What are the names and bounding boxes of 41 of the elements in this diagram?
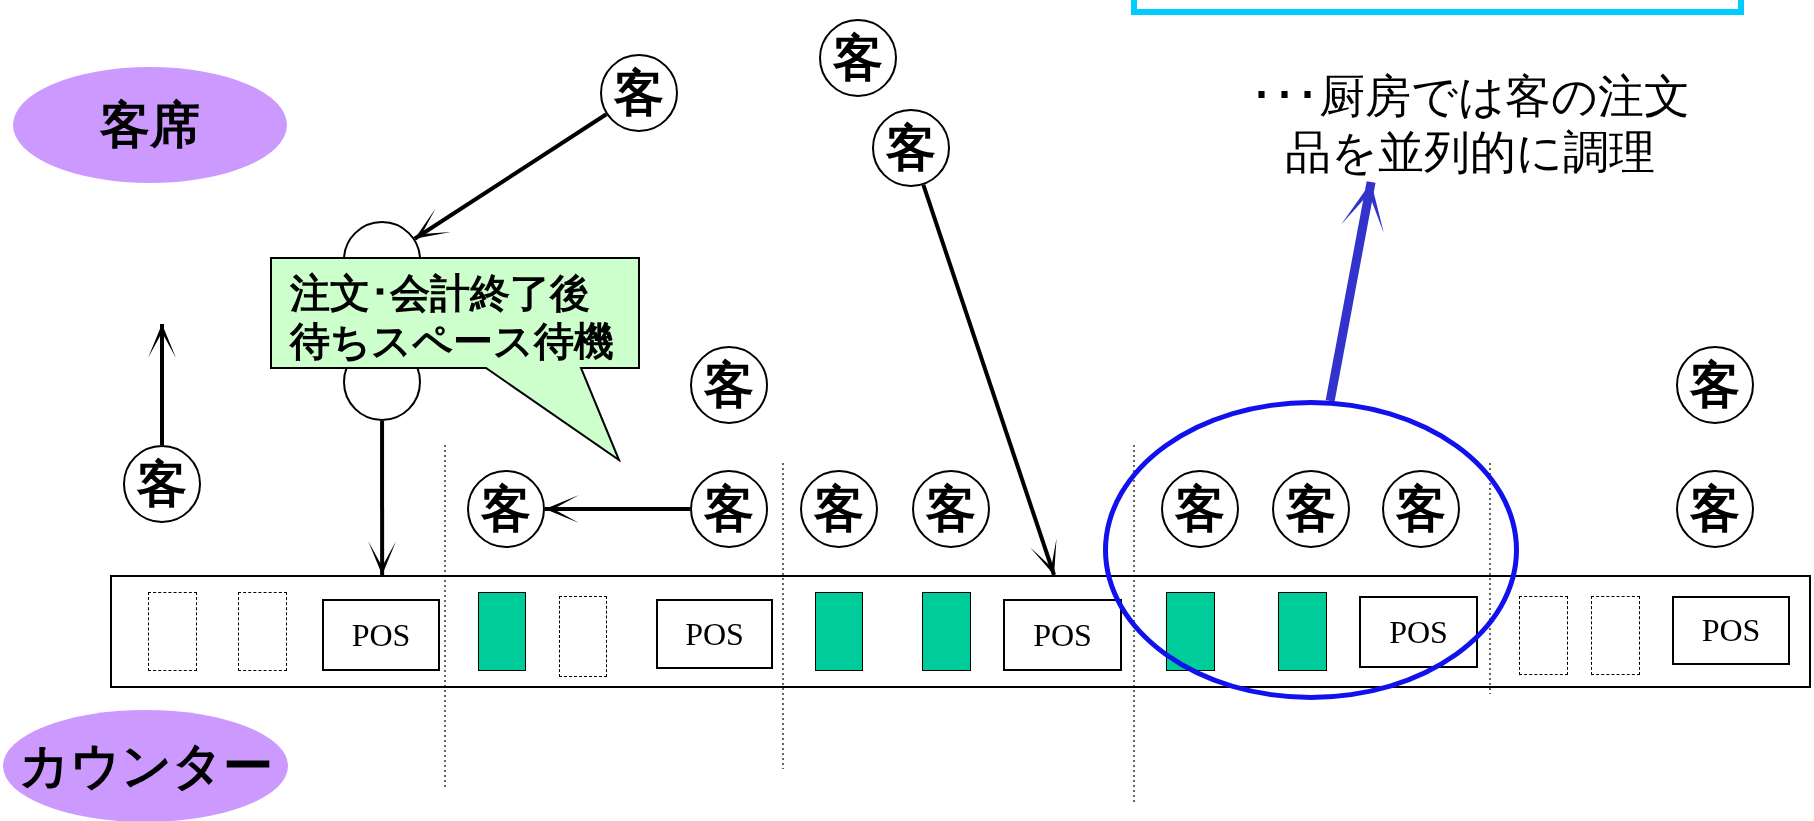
- empty-slot: [1519, 596, 1568, 675]
- filled-slot: [1278, 592, 1327, 671]
- circle: [343, 368, 421, 421]
- customer-circle: 客: [600, 54, 678, 132]
- customer-circle: 客: [690, 346, 768, 424]
- pos-box: POS: [1672, 596, 1790, 665]
- customer-circle: 客: [1161, 470, 1239, 548]
- customer-circle: 客: [1382, 470, 1460, 548]
- customer-circle: 客: [467, 470, 545, 548]
- filled-slot: [815, 592, 863, 671]
- pos-box: POS: [656, 599, 773, 669]
- empty-slot: [1591, 596, 1640, 675]
- arrow: [413, 112, 608, 241]
- customer-circle: 客: [1676, 346, 1754, 424]
- arrow: [148, 324, 176, 445]
- customer-circle: 客: [872, 109, 950, 187]
- customer-circle: 客: [1676, 470, 1754, 548]
- area-ellipse: 客席: [13, 67, 287, 183]
- speech-callout: 注文･会計終了後待ちスペース待機: [270, 257, 640, 462]
- customer-circle: 客: [690, 470, 768, 548]
- pos-box: POS: [322, 599, 440, 671]
- pos-box: POS: [1003, 599, 1122, 671]
- arrow: [545, 495, 690, 523]
- filled-slot: [922, 592, 971, 671]
- filled-slot: [478, 592, 526, 671]
- customer-circle: 客: [800, 470, 878, 548]
- customer-circle: 客: [819, 19, 897, 97]
- empty-slot: [559, 596, 607, 677]
- customer-circle: 客: [123, 445, 201, 523]
- arrow: [1325, 181, 1384, 402]
- customer-circle: 客: [1272, 470, 1350, 548]
- area-ellipse: カウンター: [3, 710, 288, 821]
- empty-slot: [148, 592, 197, 671]
- pos-box: POS: [1359, 596, 1478, 668]
- counter-box: [110, 575, 1811, 688]
- arrow: [921, 184, 1057, 576]
- customer-circle: 客: [912, 470, 990, 548]
- arrow: [368, 421, 397, 575]
- empty-slot: [238, 592, 287, 671]
- note-text: ･･･厨房では客の注文品を並列的に調理: [1240, 68, 1700, 182]
- filled-slot: [1166, 592, 1215, 671]
